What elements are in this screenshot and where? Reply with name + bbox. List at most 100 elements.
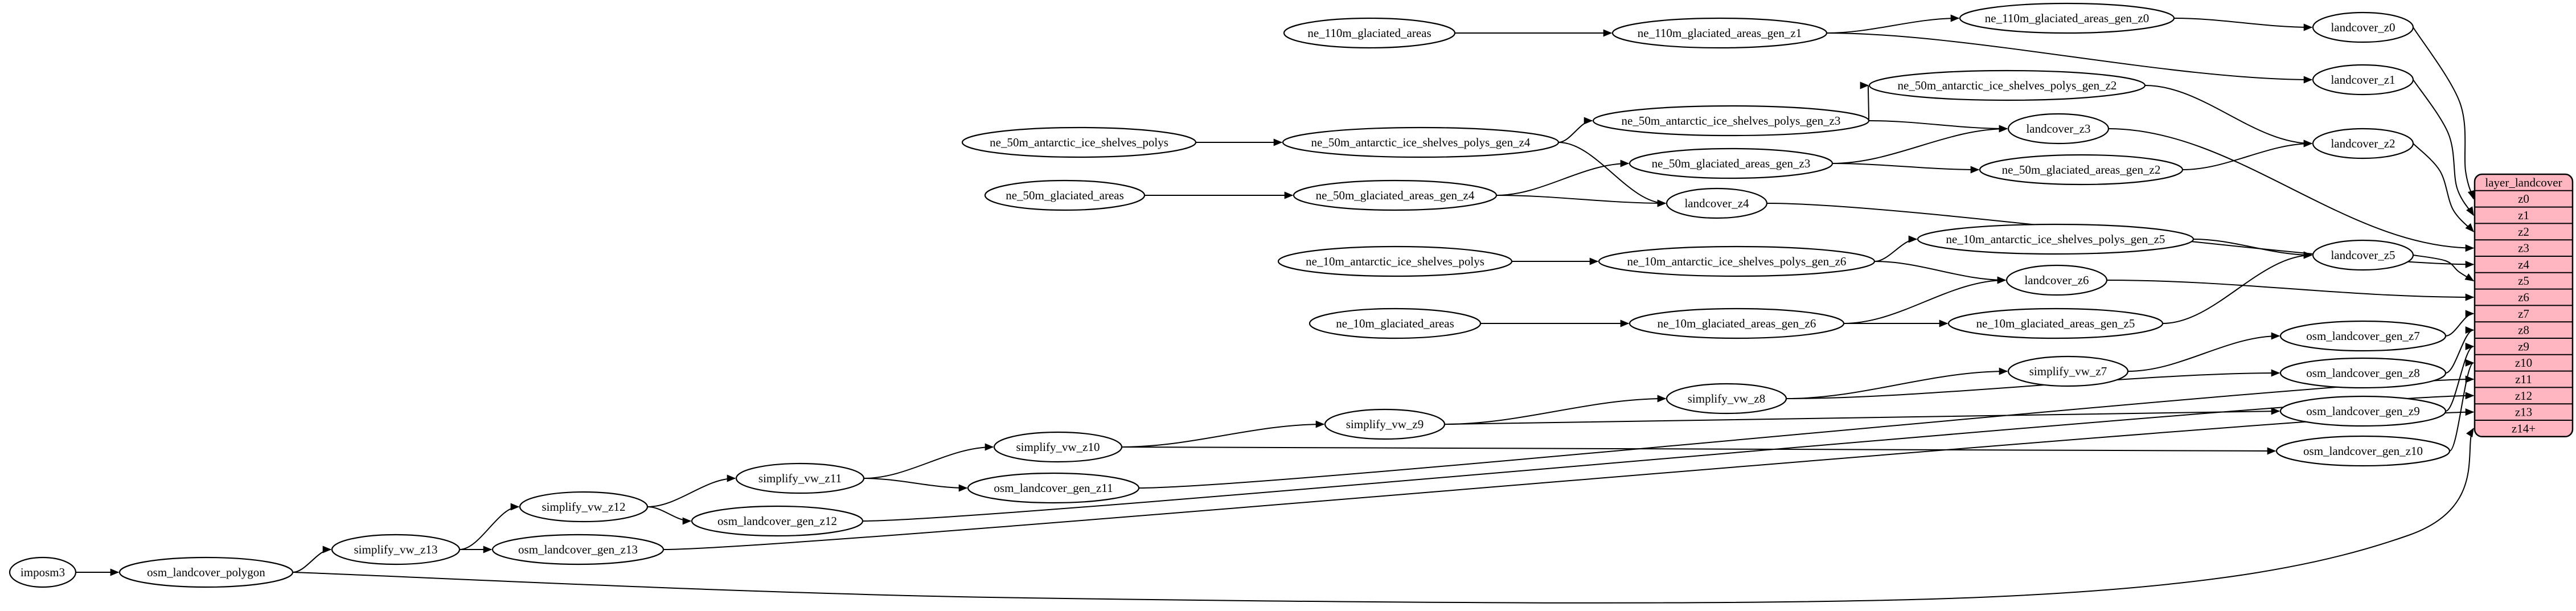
node-landcover_z0 bbox=[2312, 11, 2414, 43]
node-ne_50m_antarctic_ice_shelves_polys_gen_z4 bbox=[1282, 126, 1560, 158]
edge-ne_110m_glaciated_areas_gen_z1-to-landcover_z1 bbox=[1826, 32, 2313, 84]
node-label-ne_110m_glaciated_areas_gen_z0: ne_110m_glaciated_areas_gen_z0 bbox=[1985, 11, 2149, 25]
node-simplify_vw_z13 bbox=[331, 534, 461, 565]
node-landcover_z1 bbox=[2312, 64, 2414, 96]
node-label-simplify_vw_z9: simplify_vw_z9 bbox=[1346, 417, 1424, 431]
node-label-simplify_vw_z7: simplify_vw_z7 bbox=[2029, 364, 2107, 378]
node-label-ne_50m_antarctic_ice_shelves_polys_gen_z2: ne_50m_antarctic_ice_shelves_polys_gen_z… bbox=[1898, 79, 2117, 92]
node-label-osm_landcover_gen_z12: osm_landcover_gen_z12 bbox=[717, 514, 837, 528]
node-label-ne_10m_glaciated_areas: ne_10m_glaciated_areas bbox=[1336, 317, 1454, 330]
table-row-z6: z6 bbox=[2518, 290, 2529, 304]
node-ne_10m_antarctic_ice_shelves_polys_gen_z5 bbox=[1917, 223, 2194, 255]
table-row-z4: z4 bbox=[2518, 257, 2529, 271]
node-label-landcover_z1: landcover_z1 bbox=[2331, 73, 2395, 87]
node-simplify_vw_z12 bbox=[519, 491, 649, 523]
node-ne_10m_glaciated_areas_gen_z5 bbox=[1947, 307, 2164, 339]
node-ne_50m_antarctic_ice_shelves_polys bbox=[961, 126, 1197, 158]
edge-osm_landcover_gen_z9-to-layer-landcover-z9 bbox=[2445, 342, 2475, 412]
edge-ne_110m_glaciated_areas_gen_z0-to-landcover_z0 bbox=[2173, 18, 2313, 31]
table-row-z10: z10 bbox=[2515, 356, 2532, 370]
edge-ne_50m_antarctic_ice_shelves_polys_gen_z2-to-landcover_z2 bbox=[2144, 85, 2313, 147]
edge-landcover_z0-to-layer-landcover-z0 bbox=[2413, 27, 2475, 200]
node-label-ne_110m_glaciated_areas: ne_110m_glaciated_areas bbox=[1307, 26, 1431, 40]
edge-landcover_z2-to-layer-landcover-z2 bbox=[2413, 143, 2474, 232]
table-row-z12: z12 bbox=[2515, 389, 2532, 403]
node-osm_landcover_gen_z7 bbox=[2279, 320, 2447, 352]
edge-simplify_vw_z10-to-simplify_vw_z9 bbox=[1121, 420, 1325, 448]
node-label-osm_landcover_gen_z11: osm_landcover_gen_z11 bbox=[994, 481, 1113, 495]
edge-ne_10m_glaciated_areas_gen_z5-to-landcover_z5 bbox=[2162, 251, 2313, 324]
node-ne_110m_glaciated_areas_gen_z0 bbox=[1959, 2, 2175, 34]
node-label-ne_50m_antarctic_ice_shelves_polys_gen_z3: ne_50m_antarctic_ice_shelves_polys_gen_z… bbox=[1622, 114, 1841, 128]
node-ne_50m_glaciated_areas_gen_z2 bbox=[1979, 154, 2184, 186]
table-row-z1: z1 bbox=[2518, 208, 2529, 222]
node-osm_landcover_gen_z11 bbox=[967, 472, 1140, 504]
node-label-osm_landcover_polygon: osm_landcover_polygon bbox=[147, 565, 265, 579]
node-ne_50m_glaciated_areas_gen_z4 bbox=[1293, 179, 1498, 211]
edge-simplify_vw_z10-to-osm_landcover_gen_z10 bbox=[1121, 446, 2276, 455]
edge-landcover_z6-to-layer-landcover-z6 bbox=[2106, 280, 2475, 301]
node-ne_10m_antarctic_ice_shelves_polys bbox=[1277, 245, 1513, 277]
node-ne_10m_glaciated_areas bbox=[1308, 307, 1482, 339]
node-osm_landcover_gen_z10 bbox=[2275, 435, 2451, 467]
edge-simplify_vw_z8-to-osm_landcover_gen_z8 bbox=[1786, 369, 2280, 399]
edge-ne_50m_glaciated_areas_gen_z3-to-ne_50m_glaciated_areas_gen_z2 bbox=[1832, 163, 1980, 174]
edge-simplify_vw_z11-to-osm_landcover_gen_z11 bbox=[863, 478, 968, 492]
node-osm_landcover_gen_z12 bbox=[691, 505, 864, 537]
table-row-z8: z8 bbox=[2518, 323, 2529, 337]
node-label-simplify_vw_z13: simplify_vw_z13 bbox=[354, 543, 438, 556]
node-landcover_z5 bbox=[2312, 239, 2414, 271]
edge-osm_landcover_polygon-to-simplify_vw_z13 bbox=[292, 546, 332, 573]
node-label-ne_10m_antarctic_ice_shelves_polys_gen_z5: ne_10m_antarctic_ice_shelves_polys_gen_z… bbox=[1946, 232, 2165, 246]
node-ne_50m_glaciated_areas_gen_z3 bbox=[1629, 147, 1833, 179]
edge-ne_50m_glaciated_areas_gen_z3-to-landcover_z3 bbox=[1832, 125, 2008, 164]
edge-simplify_vw_z11-to-simplify_vw_z10 bbox=[863, 443, 994, 479]
edge-osm_landcover_gen_z8-to-layer-landcover-z8 bbox=[2445, 326, 2475, 374]
node-landcover_z2 bbox=[2312, 128, 2414, 159]
node-label-osm_landcover_gen_z13: osm_landcover_gen_z13 bbox=[518, 543, 638, 556]
edge-simplify_vw_z7-to-osm_landcover_gen_z7 bbox=[2127, 332, 2280, 372]
node-label-ne_50m_glaciated_areas_gen_z4: ne_50m_glaciated_areas_gen_z4 bbox=[1316, 188, 1475, 202]
node-label-ne_10m_antarctic_ice_shelves_polys_gen_z6: ne_10m_antarctic_ice_shelves_polys_gen_z… bbox=[1627, 255, 1847, 268]
node-label-osm_landcover_gen_z9: osm_landcover_gen_z9 bbox=[2306, 404, 2419, 418]
table-row-z0: z0 bbox=[2518, 192, 2529, 206]
edge-osm_landcover_gen_z12-to-layer-landcover-z12 bbox=[862, 392, 2475, 522]
node-label-landcover_z0: landcover_z0 bbox=[2331, 20, 2395, 34]
node-simplify_vw_z11 bbox=[735, 462, 865, 494]
edge-simplify_vw_z8-to-simplify_vw_z7 bbox=[1786, 367, 2008, 399]
table-row-z2: z2 bbox=[2518, 225, 2529, 239]
node-label-landcover_z2: landcover_z2 bbox=[2331, 137, 2395, 150]
edge-landcover_z1-to-layer-landcover-z1 bbox=[2413, 79, 2474, 216]
table-row-z7: z7 bbox=[2518, 307, 2529, 321]
edge-simplify_vw_z13-to-simplify_vw_z12 bbox=[459, 503, 520, 550]
node-simplify_vw_z7 bbox=[2007, 355, 2129, 387]
edge-osm_landcover_gen_z13-to-layer-landcover-z13 bbox=[663, 408, 2475, 550]
table-row-z9: z9 bbox=[2518, 339, 2529, 353]
edge-osm_landcover_gen_z7-to-layer-landcover-z7 bbox=[2445, 310, 2475, 337]
node-label-ne_50m_glaciated_areas_gen_z3: ne_50m_glaciated_areas_gen_z3 bbox=[1652, 157, 1811, 170]
node-label-ne_50m_antarctic_ice_shelves_polys: ne_50m_antarctic_ice_shelves_polys bbox=[990, 136, 1168, 149]
node-ne_50m_glaciated_areas bbox=[984, 179, 1146, 211]
table-row-z3: z3 bbox=[2518, 241, 2529, 255]
node-label-landcover_z6: landcover_z6 bbox=[2024, 273, 2089, 287]
node-label-landcover_z3: landcover_z3 bbox=[2026, 122, 2090, 136]
node-label-simplify_vw_z8: simplify_vw_z8 bbox=[1688, 392, 1766, 405]
edge-ne_50m_glaciated_areas_gen_z2-to-landcover_z2 bbox=[2182, 140, 2313, 170]
node-label-simplify_vw_z10: simplify_vw_z10 bbox=[1016, 440, 1100, 454]
edge-ne_50m_glaciated_areas_gen_z4-to-landcover_z4 bbox=[1496, 195, 1667, 207]
node-label-ne_50m_glaciated_areas: ne_50m_glaciated_areas bbox=[1006, 188, 1124, 202]
edge-ne_50m_antarctic_ice_shelves_polys_gen_z4-to-landcover_z4 bbox=[1558, 142, 1667, 207]
edge-landcover_z5-to-layer-landcover-z5 bbox=[2413, 255, 2475, 282]
node-label-ne_10m_glaciated_areas_gen_z5: ne_10m_glaciated_areas_gen_z5 bbox=[1976, 317, 2135, 330]
edge-ne_10m_antarctic_ice_shelves_polys_gen_z6-to-ne_10m_antarctic_ice_shelves_polys_gen_z5 bbox=[1874, 235, 1918, 262]
node-ne_10m_antarctic_ice_shelves_polys_gen_z6 bbox=[1598, 245, 1876, 277]
node-simplify_vw_z10 bbox=[993, 431, 1123, 463]
table-row-z13: z13 bbox=[2515, 405, 2532, 419]
edge-ne_50m_glaciated_areas_gen_z4-to-ne_50m_glaciated_areas_gen_z3 bbox=[1496, 159, 1630, 196]
edge-simplify_vw_z9-to-simplify_vw_z8 bbox=[1444, 395, 1667, 425]
table-row-z11: z11 bbox=[2515, 372, 2532, 386]
node-label-simplify_vw_z12: simplify_vw_z12 bbox=[542, 500, 626, 514]
node-simplify_vw_z8 bbox=[1666, 383, 1787, 415]
